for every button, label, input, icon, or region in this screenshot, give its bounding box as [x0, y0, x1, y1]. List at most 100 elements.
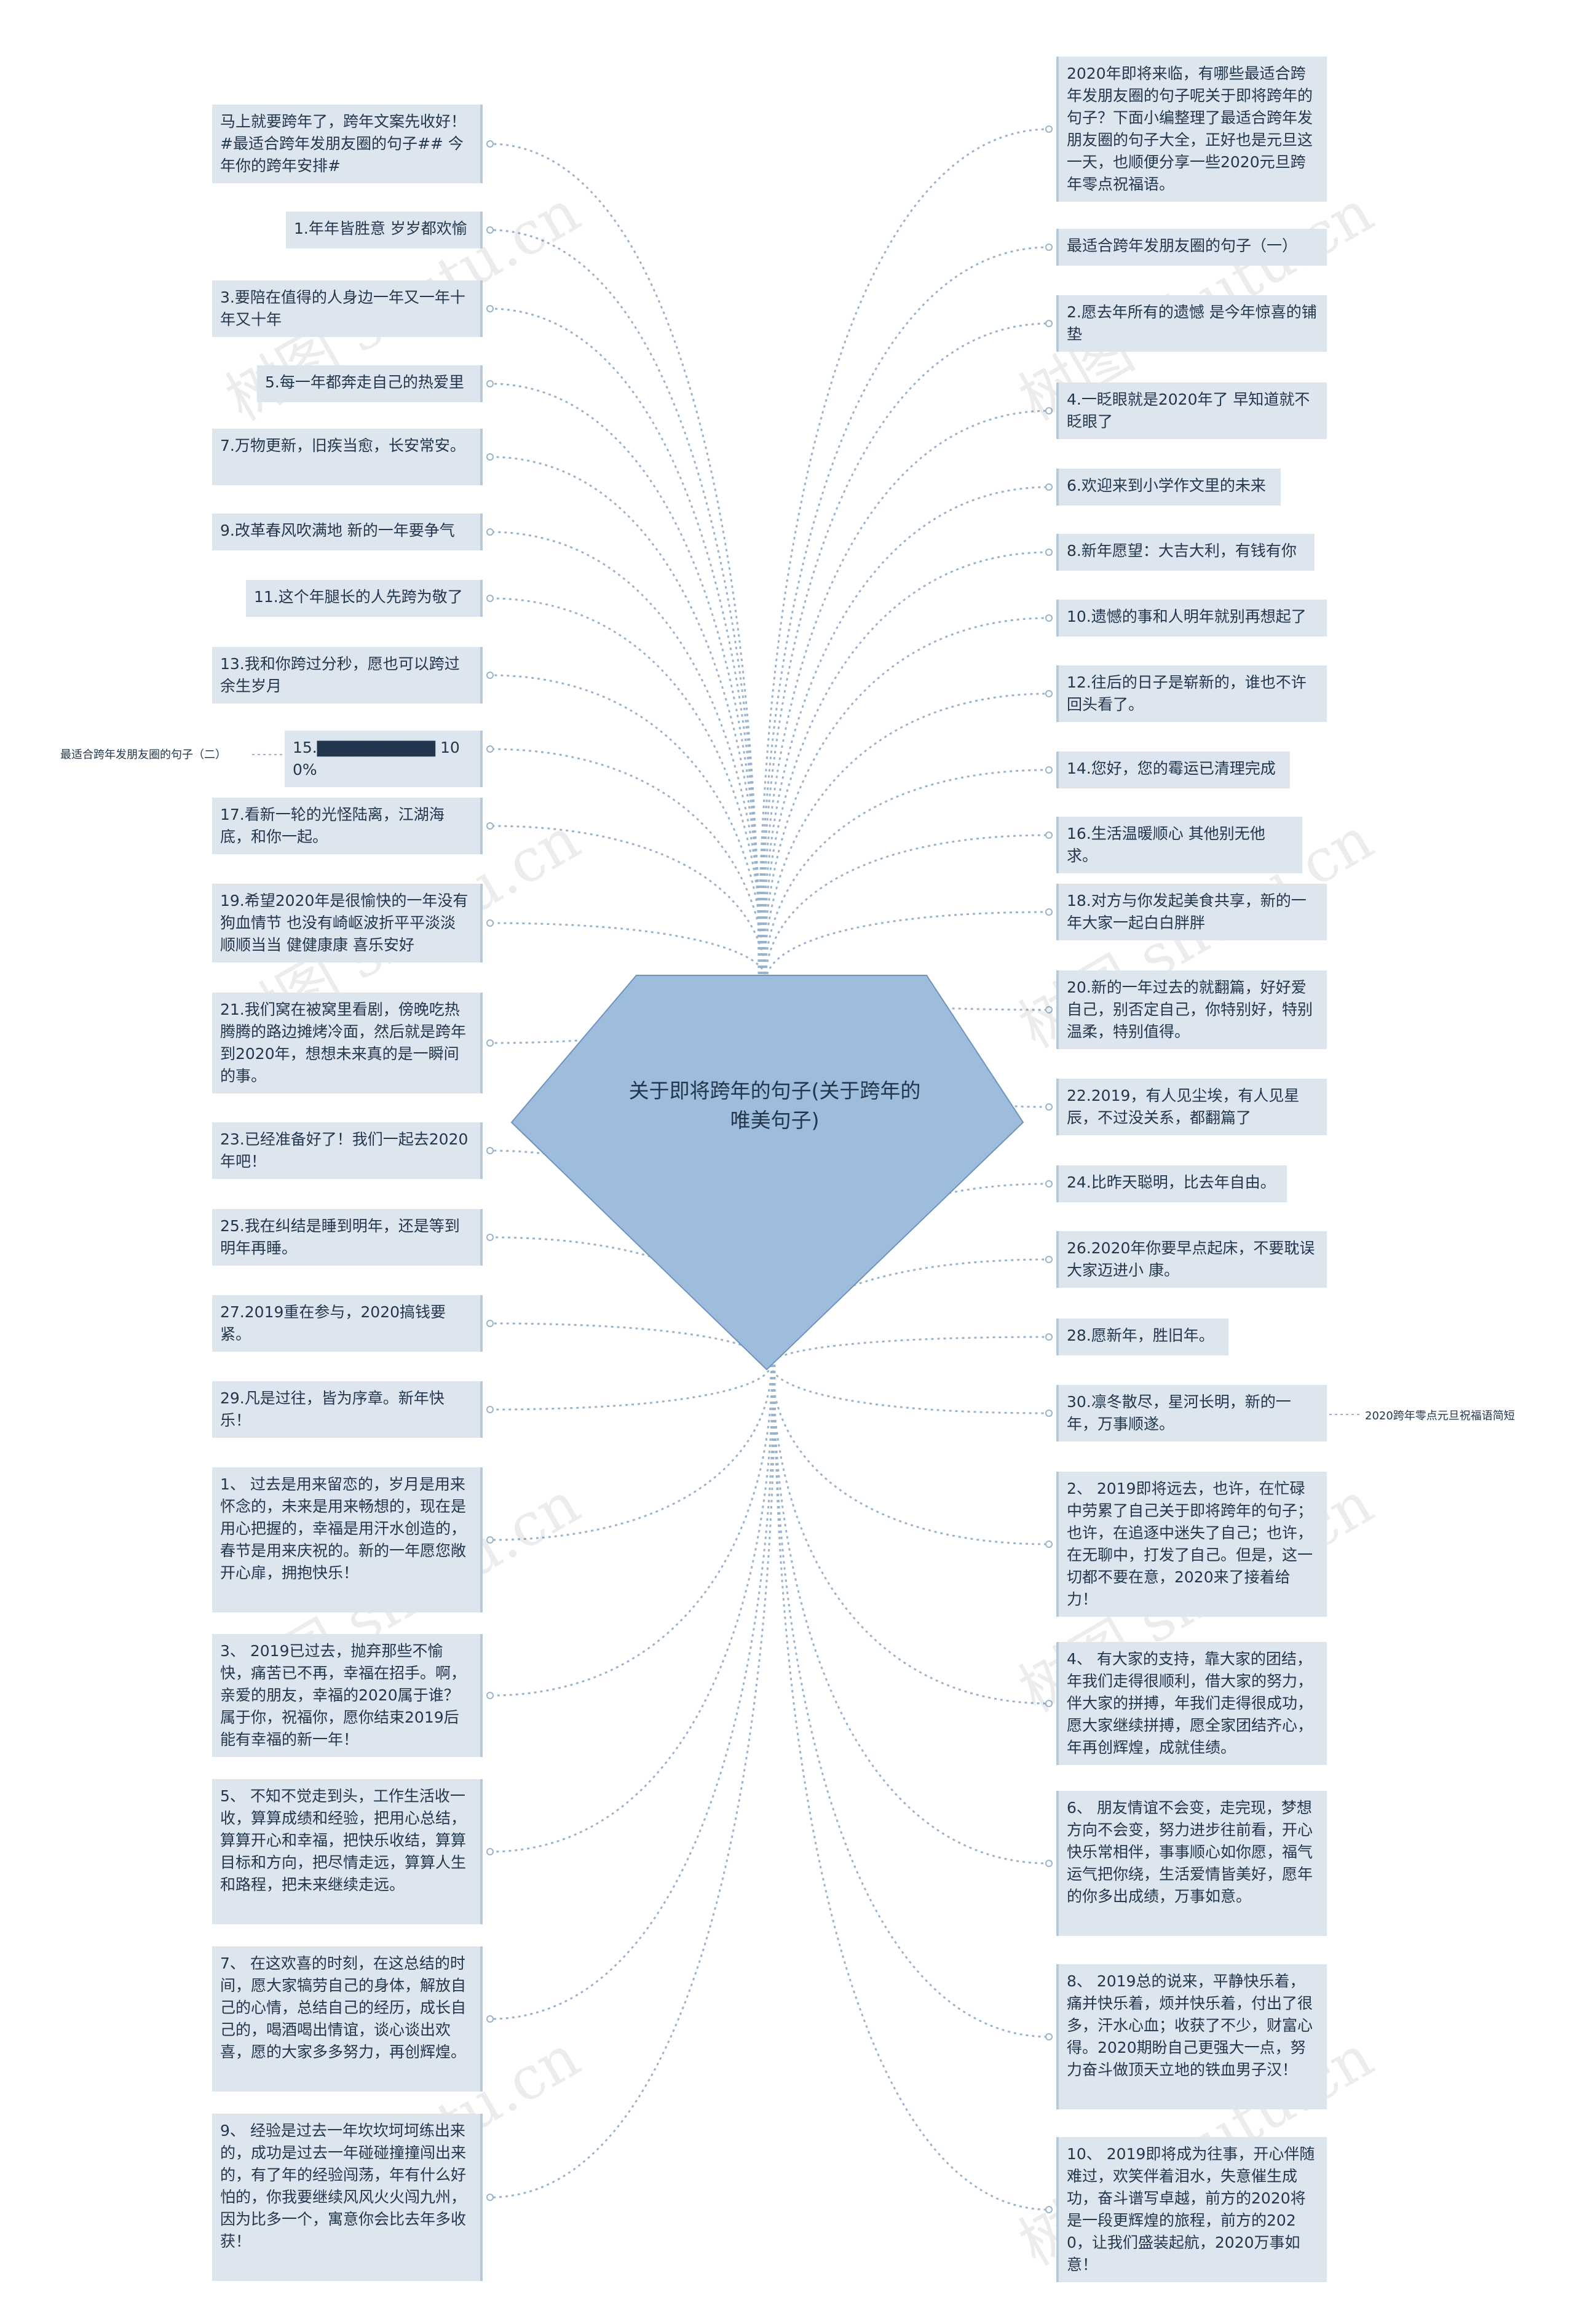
connector-line — [763, 692, 1050, 981]
connector-line — [761, 486, 1050, 981]
right-node[interactable]: 16.生活温暖顺心 其他别无他求。 — [1056, 817, 1302, 873]
connector-dot — [1045, 831, 1053, 839]
right-node[interactable]: 14.您好，您的霉运已清理完成 — [1056, 752, 1290, 788]
right-node[interactable]: 18.对方与你发起美食共享，新的一年大家一起白白胖胖 — [1056, 884, 1327, 940]
right-node[interactable]: 6、 朋友情谊不会变，走完现，梦想方向不会变，努力进步往前看，开心快乐常相伴，事… — [1056, 1791, 1327, 1936]
left-node[interactable]: 3、 2019已过去，抛弃那些不愉快，痛苦已不再，幸福在招手。啊，亲爱的朋友，幸… — [212, 1634, 483, 1757]
right-node[interactable]: 22.2019，有人见尘埃，有人见星辰，不过没关系，都翻篇了 — [1056, 1079, 1327, 1135]
connector-line — [489, 1236, 770, 1365]
connector-line — [764, 834, 1050, 981]
connector-line — [771, 1364, 1050, 1705]
connector-line — [773, 1364, 1050, 2038]
connector-line — [489, 825, 767, 981]
connector-dot — [486, 1234, 494, 1241]
connector-line — [764, 769, 1050, 981]
connector-dot — [486, 305, 494, 312]
right-node[interactable]: 12.往后的日子是崭新的，谁也不许回头看了。 — [1056, 665, 1327, 722]
connector-line — [489, 307, 762, 981]
left-node[interactable]: 23.已经准备好了！我们一起去2020年吧！ — [212, 1122, 483, 1179]
right-node[interactable]: 10、 2019即将成为往事，开心伴随难过，欢笑伴着泪水，失意催生成功，奋斗谱写… — [1056, 2137, 1327, 2282]
left-node[interactable]: 1.年年皆胜意 岁岁都欢愉 — [286, 212, 483, 248]
connector-line — [757, 128, 1050, 981]
right-node[interactable]: 26.2020年你要早点起床，不要耽误大家迈进小 康。 — [1056, 1231, 1327, 1288]
connector-dot — [486, 528, 494, 536]
connector-dot — [1045, 614, 1053, 622]
right-node[interactable]: 30.凛冬散尽，星河长明，新的一年，万事顺遂。 — [1056, 1385, 1327, 1442]
connector-dot — [1045, 1410, 1053, 1417]
connector-line — [770, 1364, 1050, 1414]
right-node[interactable]: 2.愿去年所有的遗憾 是今年惊喜的铺垫 — [1056, 295, 1327, 352]
left-node[interactable]: 7、 在这欢喜的时刻，在这总结的时间，愿大家犒劳自己的身体，解放自己的心情，总结… — [212, 1946, 483, 2092]
left-node[interactable]: 9.改革春风吹满地 新的一年要争气 — [212, 514, 483, 550]
left-node[interactable]: 19.希望2020年是很愉快的一年没有狗血情节 也没有崎岖波折平平淡淡 顺顺当当… — [212, 884, 483, 962]
left-node[interactable]: 11.这个年腿长的人先跨为敬了 — [246, 580, 483, 617]
connector-dot — [486, 1848, 494, 1855]
sub-topic-left[interactable]: 最适合跨年发朋友圈的句子（二） — [60, 748, 226, 761]
right-node[interactable]: 6.欢迎来到小学作文里的未来 — [1056, 469, 1281, 506]
right-node[interactable]: 4、 有大家的支持，靠大家的团结，年我们走得很顺利，借大家的努力，伴大家的拼搏，… — [1056, 1642, 1327, 1765]
left-node[interactable]: 5.每一年都奔走自己的热爱里 — [257, 365, 483, 402]
connector-line — [489, 1364, 776, 2199]
left-node[interactable]: 27.2019重在参与，2020搞钱要紧。 — [212, 1295, 483, 1352]
connector-dot — [1045, 483, 1053, 491]
right-node[interactable]: 24.比昨天聪明，比去年自由。 — [1056, 1165, 1287, 1202]
connector-dot — [486, 672, 494, 679]
left-node[interactable]: 7.万物更新，旧疾当愈，长安常安。 — [212, 429, 483, 485]
connector-dot — [486, 1039, 494, 1047]
connector-line — [489, 1364, 774, 1853]
left-node[interactable]: 3.要陪在值得的人身边一年又一年十年又十年 — [212, 280, 483, 337]
left-node[interactable]: 25.我在纠结是睡到明年，还是等到明年再睡。 — [212, 1209, 483, 1266]
connector-line — [758, 246, 1050, 981]
center-topic-shape[interactable] — [510, 975, 1024, 1371]
left-node[interactable]: 马上就要跨年了，跨年文案先收好！ #最适合跨年发朋友圈的句子## 今年你的跨年安… — [212, 105, 483, 183]
left-node[interactable]: 13.我和你跨过分秒，愿也可以跨过余生岁月 — [212, 647, 483, 704]
connector-line — [765, 911, 1050, 981]
connector-dot — [1045, 1180, 1053, 1188]
connector-dot — [1045, 1700, 1053, 1707]
connector-line — [489, 1322, 771, 1365]
connector-dot — [1045, 1541, 1053, 1548]
connector-line — [489, 383, 762, 981]
left-node[interactable]: 17.看新一轮的光怪陆离，江湖海底，和你一起。 — [212, 798, 483, 854]
connector-line — [770, 1364, 1050, 1545]
left-node[interactable]: 9、 经验是过去一年坎坎坷坷练出来的，成功是过去一年碰碰撞撞闯出来的，有了年的经… — [212, 2114, 483, 2281]
left-node[interactable]: 29.凡是过往，皆为序章。新年快乐！ — [212, 1381, 483, 1438]
left-node[interactable]: 15.▇▇▇▇▇▇▇▇▇▇ 100% — [285, 731, 483, 787]
connector-line — [489, 143, 760, 981]
right-node[interactable]: 最适合跨年发朋友圈的句子（一） — [1056, 229, 1327, 266]
connector-dot — [486, 226, 494, 234]
right-node[interactable]: 28.愿新年，胜旧年。 — [1056, 1319, 1228, 1355]
connector-line — [489, 1364, 772, 1411]
connector-dot — [1045, 549, 1053, 556]
sub-topic-right[interactable]: 2020跨年零点元旦祝福语简短 — [1365, 1410, 1515, 1422]
right-node[interactable]: 20.新的一年过去的就翻篇，好好爱自己，别否定自己，你特别好，特别温柔，特别值得… — [1056, 970, 1327, 1049]
connector-line — [772, 1364, 1050, 1865]
left-node[interactable]: 5、 不知不觉走到头，工作生活收一收，算算成绩和经验，把用心总结，算算开心和幸福… — [212, 1779, 483, 1924]
connector-dot — [486, 1320, 494, 1327]
connector-line — [761, 551, 1050, 981]
left-node[interactable]: 21.我们窝在被窝里看剧，傍晚吃热腾腾的路边摊烤冷面，然后就是跨年到2020年，… — [212, 993, 483, 1093]
right-node[interactable]: 2、 2019即将远去，也许，在忙碌中劳累了自己关于即将跨年的句子；也许，在追逐… — [1056, 1472, 1327, 1617]
right-node[interactable]: 10.遗憾的事和人明年就别再想起了 — [1056, 600, 1327, 637]
connector-dot — [1045, 1860, 1053, 1867]
right-node[interactable]: 8、 2019总的说来，平静快乐着，痛并快乐着，烦并快乐着，付出了很多，汗水心血… — [1056, 1964, 1327, 2109]
connector-dot — [1045, 244, 1053, 251]
connector-dot — [1045, 125, 1053, 133]
right-node[interactable]: 2020年即将来临，有哪些最适合跨年发朋友圈的句子呢关于即将跨年的句子？下面小编… — [1056, 57, 1327, 202]
center-topic-label[interactable]: 关于即将跨年的句子(关于跨年的唯美句子) — [628, 1079, 921, 1132]
connector-line — [759, 322, 1050, 981]
connector-line — [489, 1364, 773, 1697]
connector-dot — [486, 380, 494, 387]
connector-dot — [1045, 690, 1053, 697]
connector-dot — [1045, 908, 1053, 916]
connector-line — [760, 410, 1050, 981]
left-node[interactable]: 1、 过去是用来留恋的，岁月是用来怀念的，未来是用来畅想的，现在是用心把握的，幸… — [212, 1467, 483, 1612]
connector-dot — [1045, 766, 1053, 774]
connector-dot — [1045, 320, 1053, 327]
connector-dot — [1045, 2206, 1053, 2213]
right-node[interactable]: 8.新年愿望：大吉大利，有钱有你 — [1056, 534, 1315, 571]
connector-dot — [1045, 1103, 1053, 1111]
right-node[interactable]: 4.一眨眼就是2020年了 早知道就不眨眼了 — [1056, 383, 1327, 439]
connector-dot — [1045, 407, 1053, 414]
connector-dot — [1045, 1006, 1053, 1013]
